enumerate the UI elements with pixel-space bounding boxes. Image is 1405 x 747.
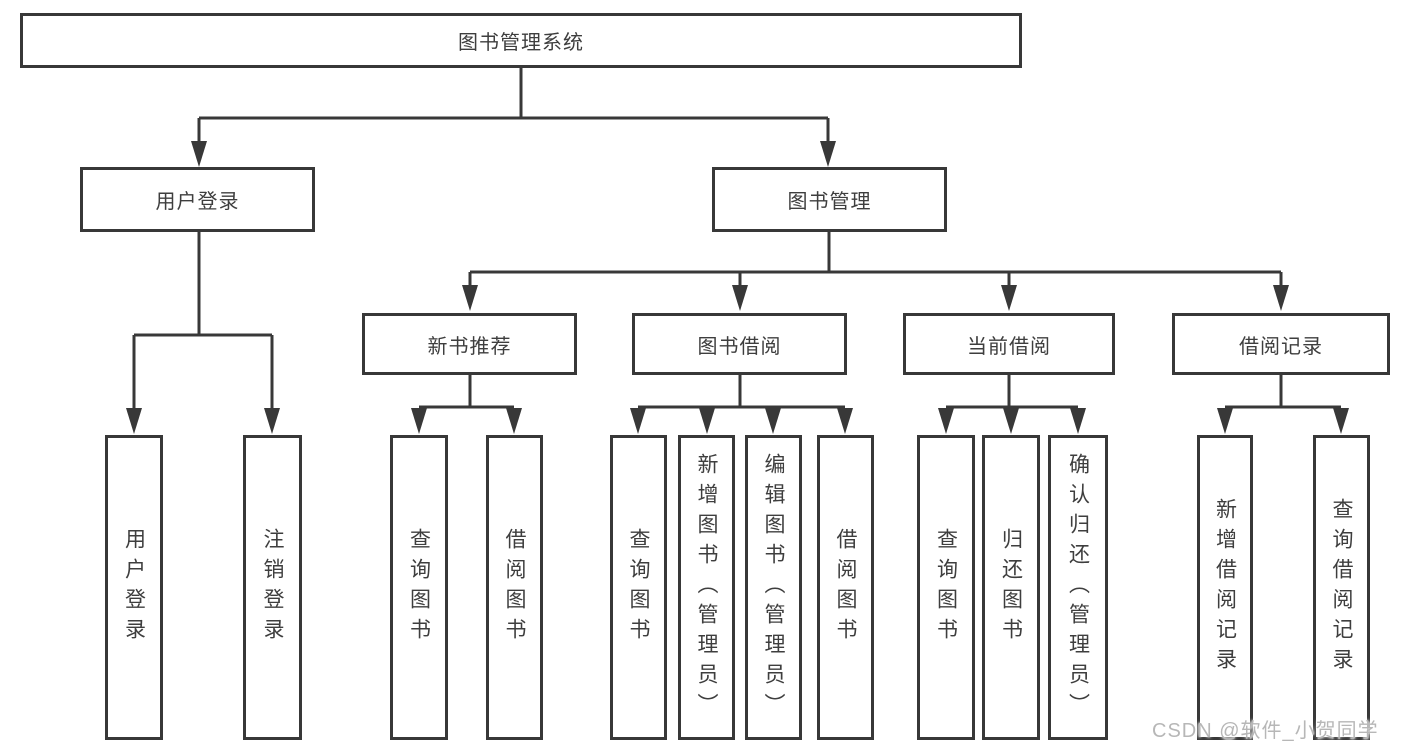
arrow-down-icon	[765, 408, 781, 434]
arrow-down-icon	[126, 408, 142, 434]
arrow-down-icon	[820, 141, 836, 167]
node-book-borrow: 图书借阅	[632, 313, 847, 375]
arrow-down-icon	[699, 408, 715, 434]
node-root-system: 图书管理系统	[20, 13, 1022, 68]
leaf-edit-book-admin: 编辑图书（管理员）	[745, 435, 802, 740]
node-current-borrow: 当前借阅	[903, 313, 1115, 375]
arrow-down-icon	[630, 408, 646, 434]
arrow-down-icon	[938, 408, 954, 434]
node-borrow-records: 借阅记录	[1172, 313, 1390, 375]
arrow-down-icon	[1001, 285, 1017, 311]
leaf-query-books-current: 查询图书	[917, 435, 975, 740]
arrow-down-icon	[462, 285, 478, 311]
leaf-add-borrow-record: 新增借阅记录	[1197, 435, 1253, 740]
leaf-borrow-books-recommend: 借阅图书	[486, 435, 543, 740]
arrow-down-icon	[191, 141, 207, 167]
leaf-query-borrow-record: 查询借阅记录	[1313, 435, 1370, 740]
node-book-management: 图书管理	[712, 167, 947, 232]
csdn-watermark: CSDN @软件_小贺同学	[1152, 720, 1379, 742]
arrow-down-icon	[1333, 408, 1349, 434]
arrow-down-icon	[1217, 408, 1233, 434]
arrow-down-icon	[264, 408, 280, 434]
leaf-query-books-recommend: 查询图书	[390, 435, 448, 740]
leaf-return-book: 归还图书	[982, 435, 1040, 740]
leaf-borrow-books: 借阅图书	[817, 435, 874, 740]
node-user-login: 用户登录	[80, 167, 315, 232]
leaf-user-login: 用户登录	[105, 435, 163, 740]
leaf-confirm-return-admin: 确认归还（管理员）	[1048, 435, 1108, 740]
arrow-down-icon	[732, 285, 748, 311]
arrow-down-icon	[837, 408, 853, 434]
leaf-add-book-admin: 新增图书（管理员）	[678, 435, 735, 740]
leaf-logout: 注销登录	[243, 435, 302, 740]
arrow-down-icon	[1273, 285, 1289, 311]
leaf-query-books-borrow: 查询图书	[610, 435, 667, 740]
arrow-down-icon	[411, 408, 427, 434]
arrow-down-icon	[1070, 408, 1086, 434]
arrow-down-icon	[506, 408, 522, 434]
node-new-book-recommend: 新书推荐	[362, 313, 577, 375]
arrow-down-icon	[1003, 408, 1019, 434]
